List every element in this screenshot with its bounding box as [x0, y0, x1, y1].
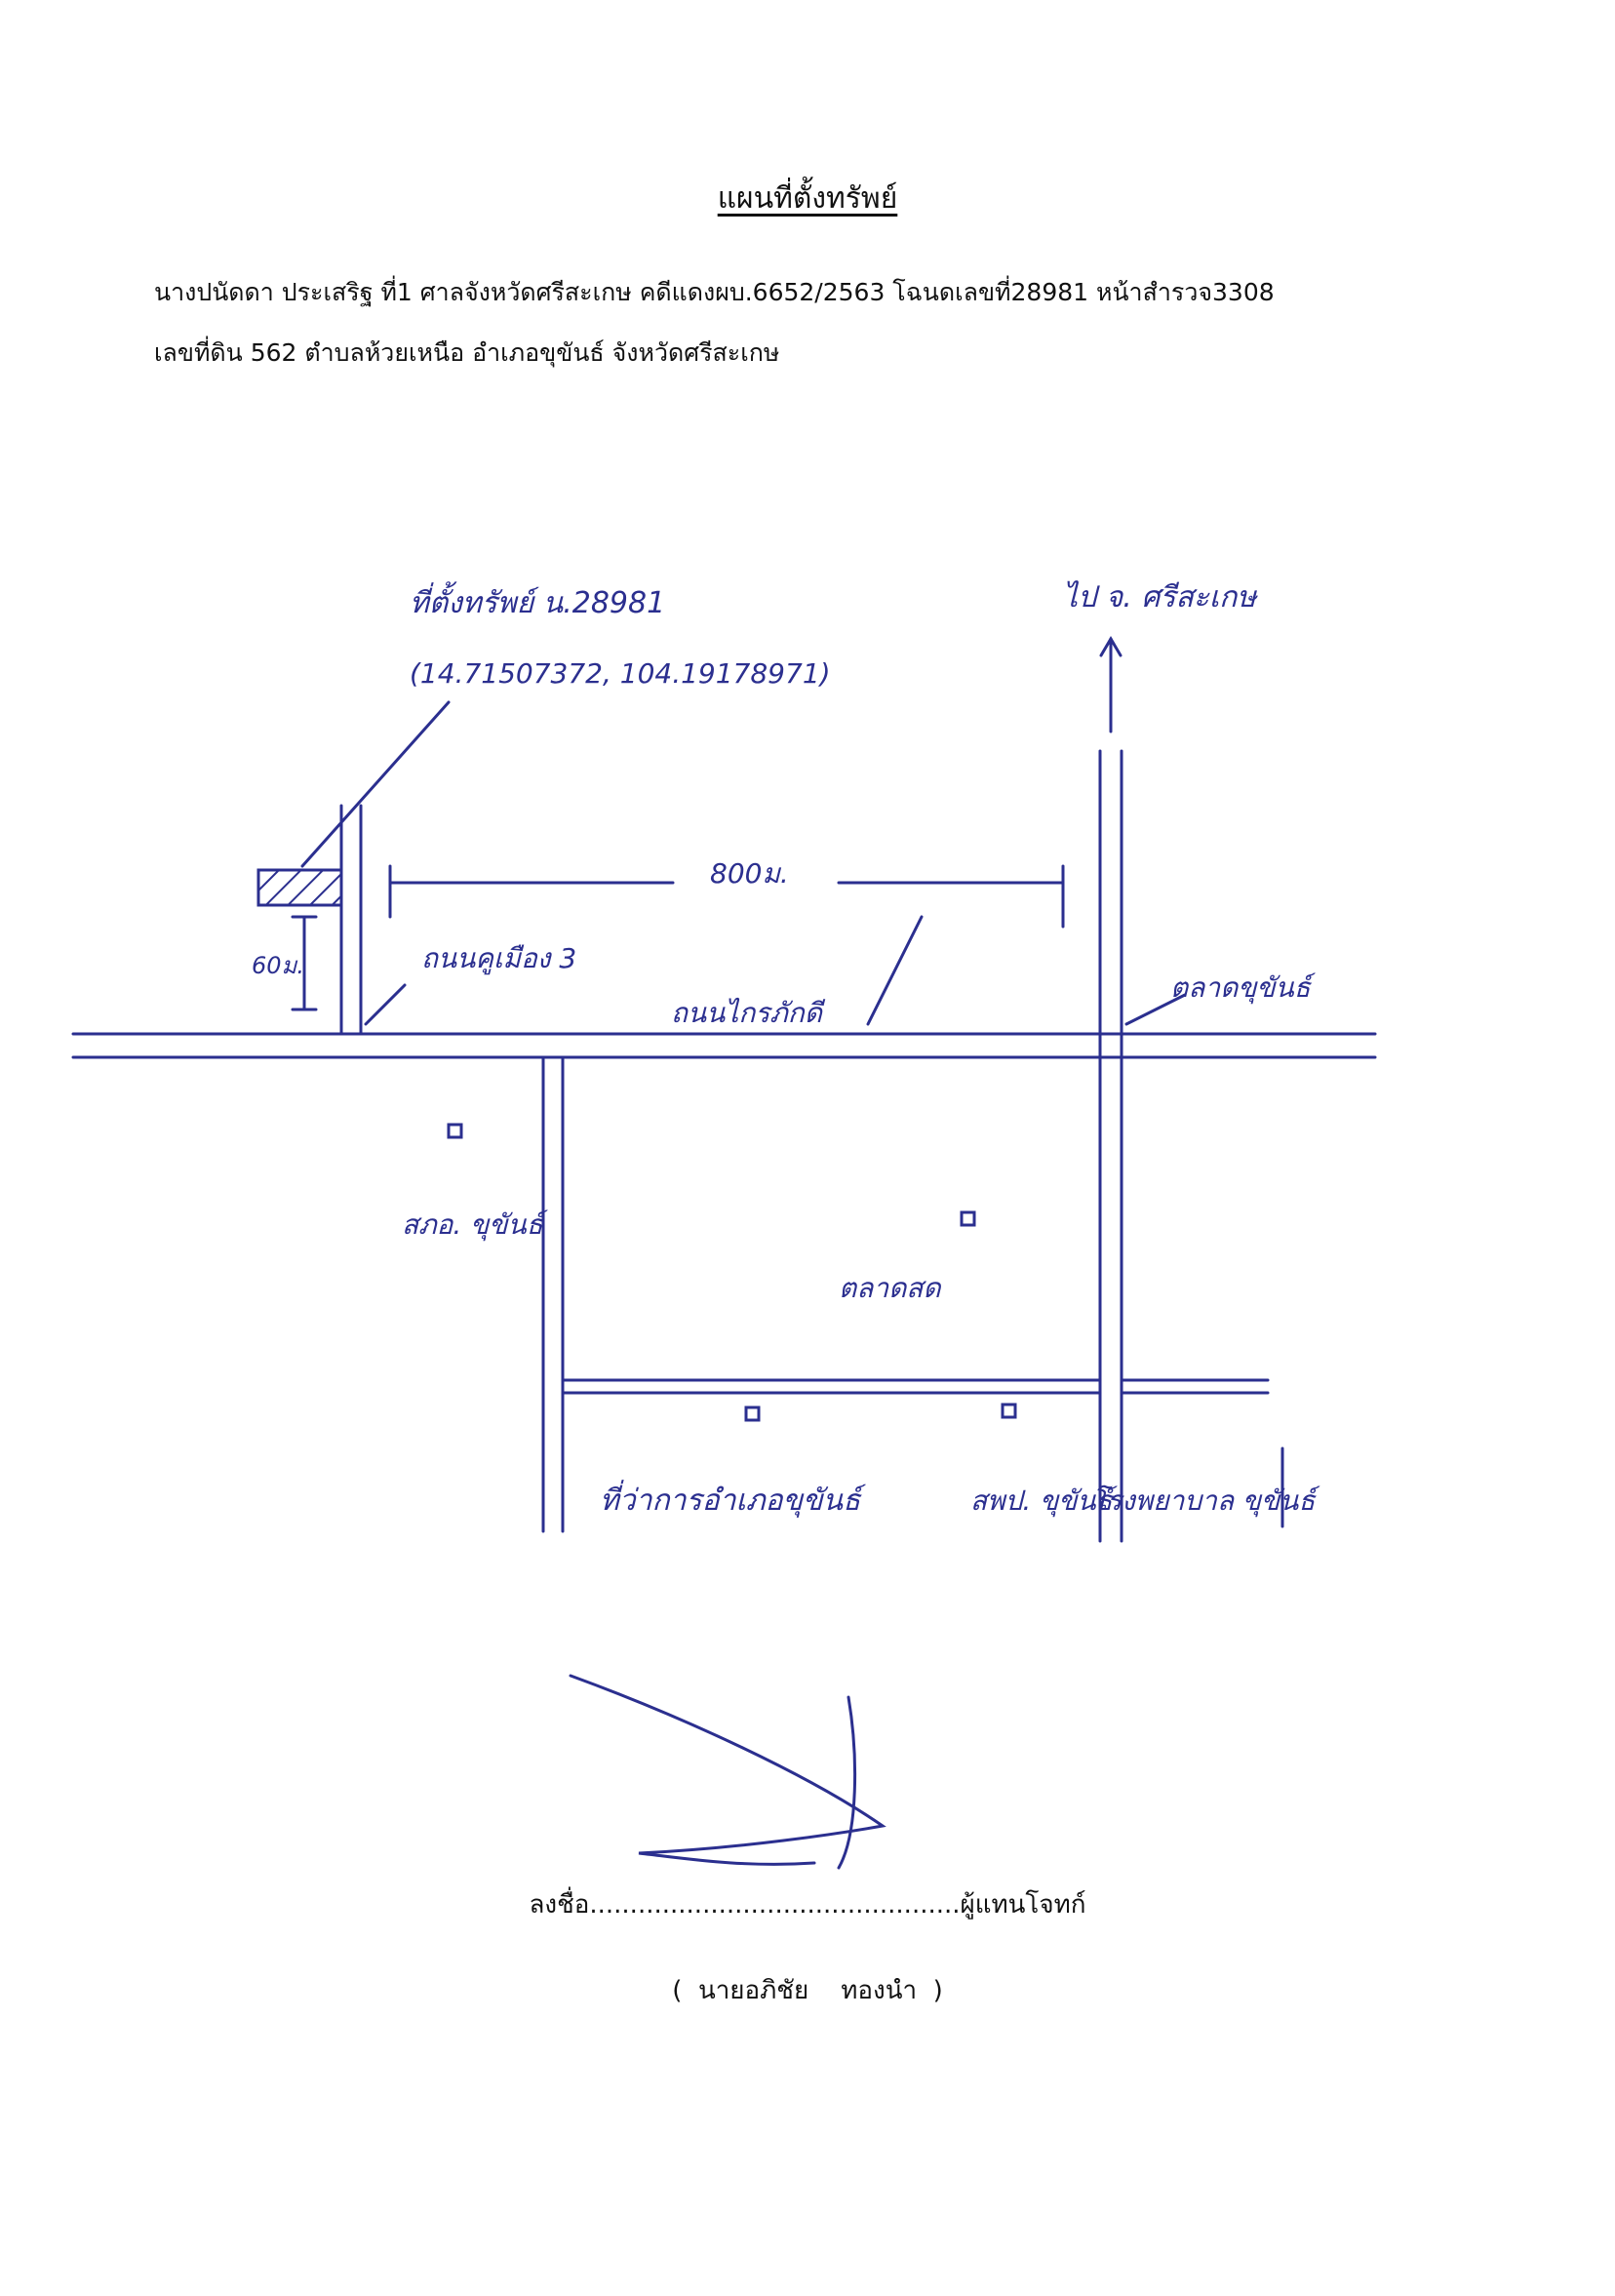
road-main-leader — [866, 915, 924, 1026]
market-leader — [1124, 993, 1187, 1026]
road-side-leader — [364, 983, 407, 1026]
coordinates-label: (14.71507372, 104.19178971) — [410, 657, 831, 690]
document-title: แผนที่ตั้งทรัพย์ — [717, 181, 898, 216]
district-office-label: ที่ว่าการอำเภอขุขันธ์ — [600, 1480, 866, 1518]
road-main-label: ถนนไกรภักดี — [671, 997, 826, 1029]
property-parcel — [256, 868, 343, 907]
school-label: สพป. ขุขันธ์ — [970, 1484, 1119, 1518]
road-side-label: ถนนคูเมือง 3 — [421, 942, 576, 975]
property-leader — [300, 700, 451, 868]
hospital-label: โรงพยาบาล ขุขันธ์ — [1092, 1484, 1320, 1518]
fresh-market-marker — [960, 1210, 976, 1227]
header-line-1: นางปนัดดา ประเสริฐ ที่1 ศาลจังหวัดศรีสะเ… — [154, 278, 1275, 306]
destination-label: ไป จ. ศรีสะเกษ — [1063, 580, 1258, 614]
police-label: สภอ. ขุขันธ์ — [402, 1208, 549, 1242]
market-label: ตลาดขุขันธ์ — [1170, 971, 1317, 1005]
side-distance-label: 60ม. — [252, 952, 304, 979]
police-marker — [447, 1123, 463, 1139]
district-office-marker — [744, 1405, 761, 1422]
distance-label: 800ม. — [710, 857, 789, 890]
property-label: ที่ตั้งทรัพย์ น.28981 — [410, 581, 665, 620]
signature-line: ลงชื่อ..................................… — [529, 1890, 1086, 1920]
school-marker — [1001, 1403, 1017, 1419]
north-arrow-head — [1099, 636, 1123, 657]
fresh-market-label: ตลาดสด — [839, 1272, 942, 1304]
signature-scribble — [569, 1674, 886, 1870]
signer-name: ( นายอภิชัย ทองนำ ) — [672, 1976, 943, 2005]
header-line-2: เลขที่ดิน 562 ตำบลห้วยเหนือ อำเภอขุขันธ์… — [154, 338, 780, 367]
